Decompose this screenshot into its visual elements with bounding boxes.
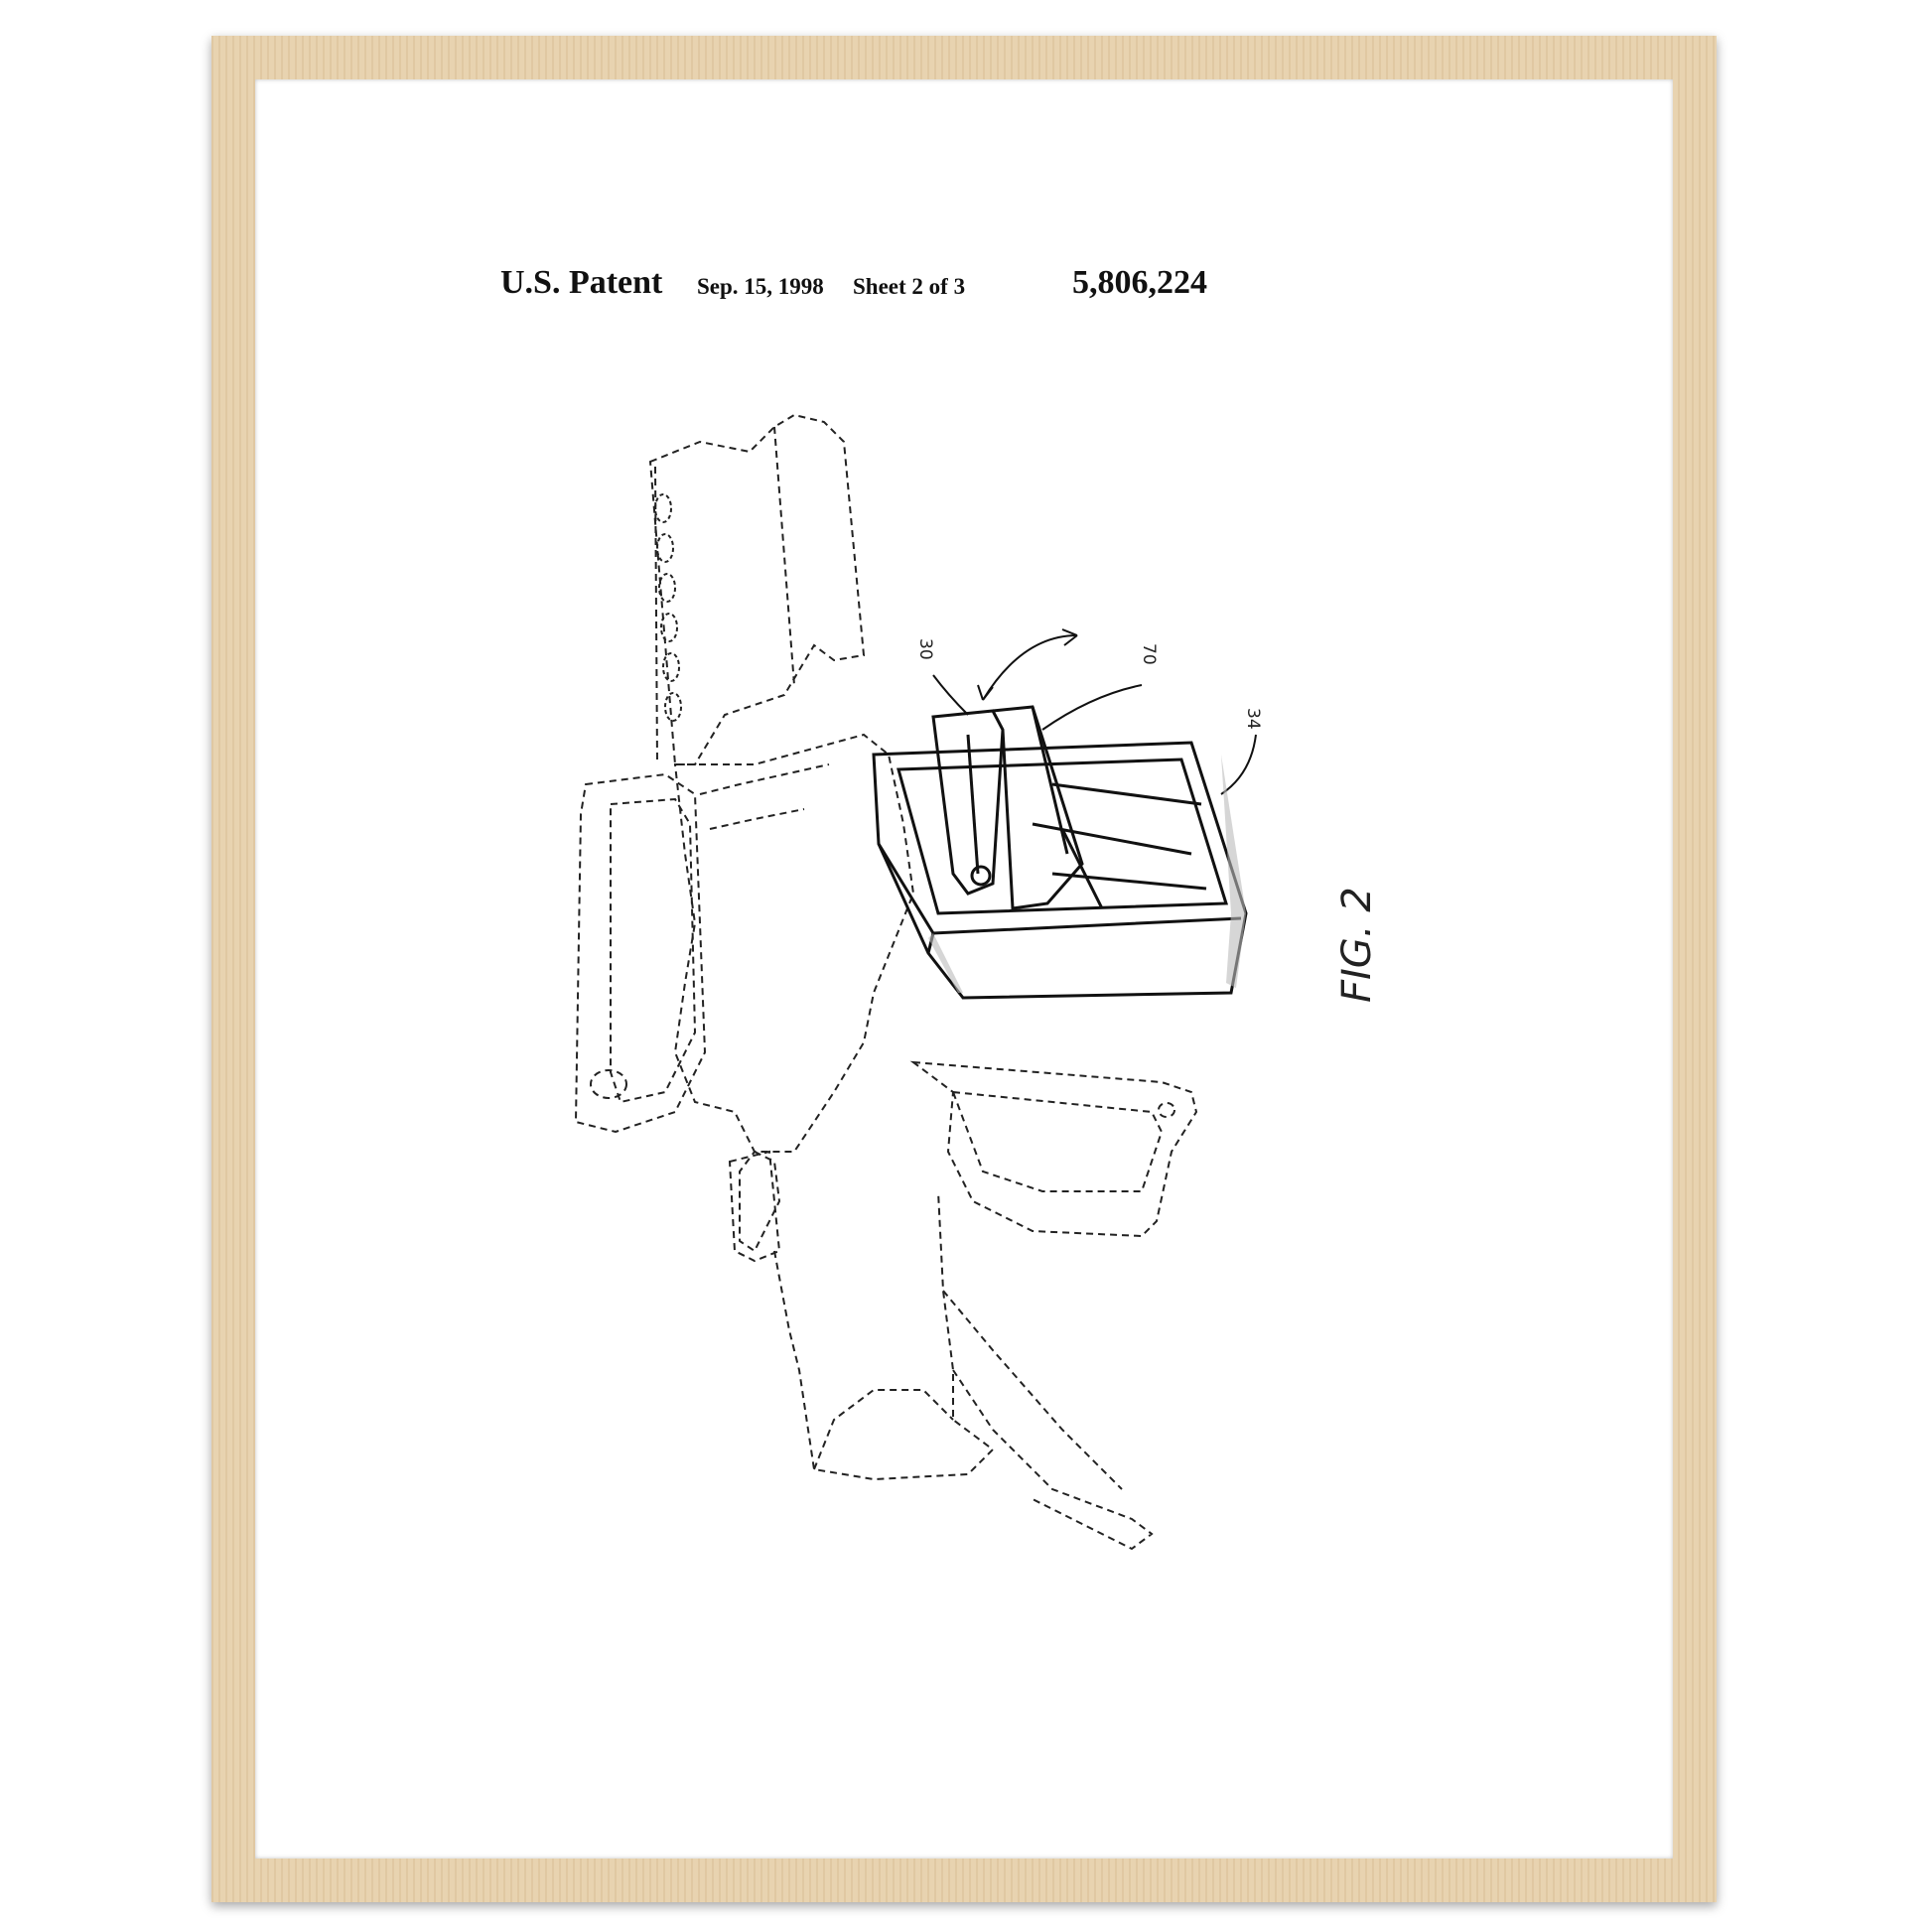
ref-numeral-30: 30	[915, 638, 935, 660]
ref-numeral-70: 70	[1139, 643, 1159, 665]
patent-label: U.S. Patent	[500, 264, 663, 301]
device-shading	[928, 755, 1246, 993]
patent-number: 5,806,224	[1072, 264, 1207, 301]
figure-label: FIG. 2	[1334, 887, 1380, 1003]
handguard-vents	[654, 493, 682, 722]
rifle-outline	[574, 413, 1198, 1551]
patent-header: U.S. Patent Sep. 15, 1998 Sheet 2 of 3 5…	[0, 230, 1932, 301]
magazine-holder-device	[872, 628, 1257, 1000]
wooden-frame	[211, 36, 1717, 1902]
patent-sheet	[255, 79, 1673, 1859]
ref-numeral-34: 34	[1243, 708, 1263, 730]
patent-date: Sep. 15, 1998	[697, 274, 824, 299]
sheet-number: Sheet 2 of 3	[853, 274, 966, 299]
